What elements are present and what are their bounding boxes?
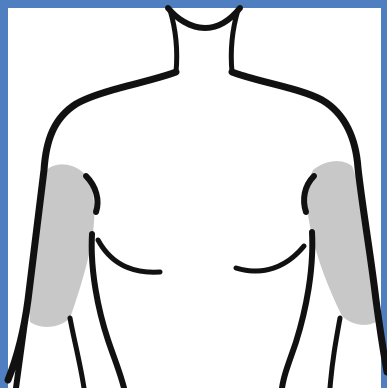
right-chest-curve	[98, 240, 160, 272]
neck-outline	[168, 8, 240, 28]
left-chest-curve	[236, 246, 304, 271]
left-forearm-inner-line	[330, 318, 340, 388]
right-forearm-inner-line	[70, 318, 84, 388]
